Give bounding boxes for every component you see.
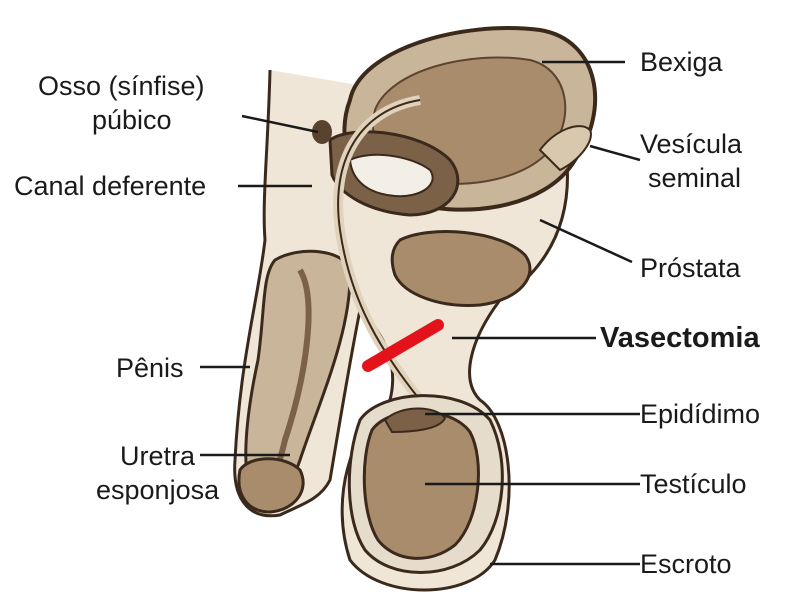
glans-shape (239, 459, 303, 512)
label-uretra-line2: esponjosa (96, 474, 219, 506)
label-penis: Pênis (116, 352, 184, 384)
label-vesicula-line1: Vesícula (640, 128, 742, 160)
label-osso-line2: púbico (92, 104, 172, 136)
label-testiculo: Testículo (640, 468, 747, 500)
label-escroto: Escroto (640, 548, 732, 580)
label-vesicula-line2: seminal (648, 162, 741, 194)
label-epididimo: Epidídimo (640, 398, 760, 430)
label-bexiga: Bexiga (640, 46, 723, 78)
label-osso-line1: Osso (sínfise) (38, 70, 205, 102)
label-vasectomia: Vasectomia (600, 322, 760, 354)
label-prostata: Próstata (640, 252, 741, 284)
label-uretra-line1: Uretra (120, 440, 195, 472)
label-canal-deferente: Canal deferente (14, 170, 206, 202)
